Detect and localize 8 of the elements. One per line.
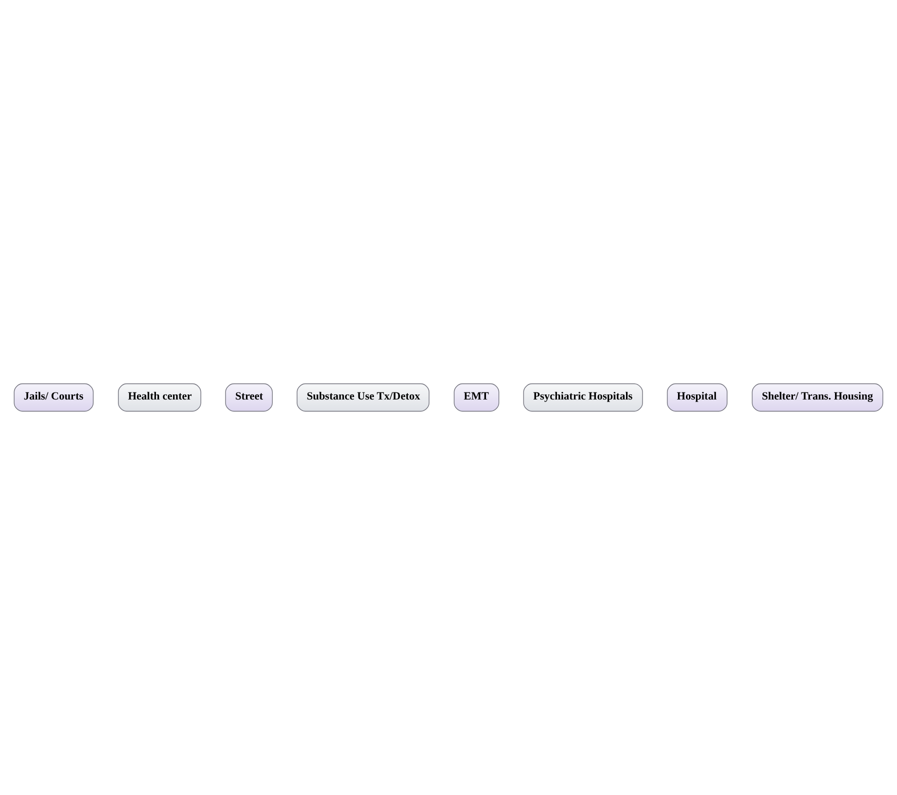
node-box: Jails/ Courts	[14, 383, 94, 412]
node-box: EMT	[454, 383, 500, 412]
node-box: Hospital	[666, 383, 728, 412]
node-box: Health center	[118, 383, 202, 412]
node-box: Street	[225, 383, 273, 412]
node-box: Psychiatric Hospitals	[523, 383, 643, 412]
node-box: Substance Use Tx/Detox	[296, 383, 430, 412]
node-box: Shelter/ Trans. Housing	[752, 383, 884, 412]
